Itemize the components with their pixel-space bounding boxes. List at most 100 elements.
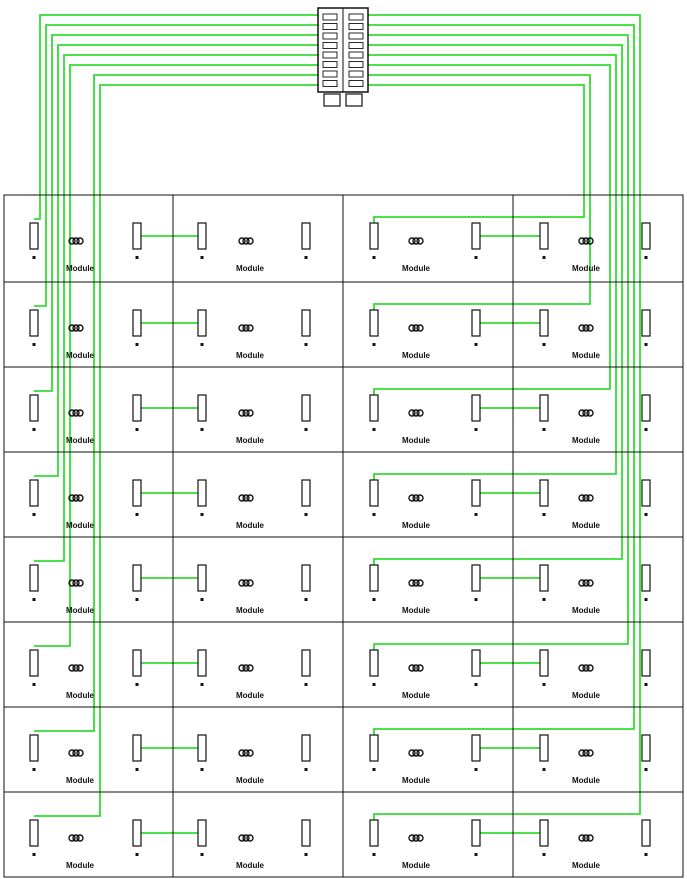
- module-cell: Module: [197, 309, 311, 360]
- module-label: Module: [66, 861, 95, 870]
- module-label: Module: [236, 606, 265, 615]
- gear-icon: [242, 237, 250, 245]
- gear-cluster-icon: [238, 579, 254, 587]
- gear-icon: [242, 749, 250, 757]
- module-label: Module: [66, 521, 95, 530]
- port-marker: [135, 768, 139, 771]
- module-port-left: [369, 649, 379, 677]
- module-port-left: [197, 222, 207, 250]
- gear-icon: [72, 494, 80, 502]
- gear-cluster-icon: [408, 579, 424, 587]
- module-cell: Module: [29, 309, 142, 360]
- gear-icon: [416, 409, 424, 417]
- port-marker: [200, 853, 204, 856]
- port-marker: [32, 256, 36, 259]
- gear-icon: [246, 494, 254, 502]
- port-marker: [474, 683, 478, 686]
- bus-wire-left: [34, 54, 323, 562]
- module-cell: Module: [539, 819, 651, 870]
- module-port-left: [29, 222, 39, 250]
- gear-cluster-icon: [68, 834, 84, 842]
- bus-wire-right: [363, 74, 591, 310]
- gear-icon: [246, 749, 254, 757]
- gear-icon: [582, 749, 590, 757]
- gear-icon: [578, 324, 586, 332]
- port-marker: [372, 598, 376, 601]
- module-port-right: [471, 649, 481, 677]
- port-marker: [644, 683, 648, 686]
- bus-wire-left: [34, 74, 323, 732]
- module-cell: Module: [197, 479, 311, 530]
- gear-icon: [68, 579, 76, 587]
- module-cell: Module: [369, 819, 481, 870]
- connector-pin: [348, 70, 364, 78]
- port-marker: [542, 513, 546, 516]
- gear-icon: [412, 409, 420, 417]
- gear-icon: [578, 664, 586, 672]
- module-label: Module: [572, 351, 601, 360]
- port-marker: [200, 513, 204, 516]
- gear-icon: [72, 579, 80, 587]
- port-marker: [135, 598, 139, 601]
- bus-wire-right: [363, 34, 629, 650]
- port-marker: [135, 428, 139, 431]
- gear-cluster-icon: [408, 324, 424, 332]
- port-marker: [32, 598, 36, 601]
- bus-wire-right: [363, 64, 611, 395]
- module-port-right: [132, 309, 142, 337]
- module-cell: Module: [29, 394, 142, 445]
- module-port-right: [132, 734, 142, 762]
- port-marker: [32, 428, 36, 431]
- module-port-left: [197, 734, 207, 762]
- module-label: Module: [572, 264, 601, 273]
- module-label: Module: [402, 861, 431, 870]
- gear-cluster-icon: [578, 494, 594, 502]
- module-port-right: [641, 309, 651, 337]
- module-port-right: [132, 394, 142, 422]
- module-port-right: [471, 222, 481, 250]
- port-marker: [644, 768, 648, 771]
- module-port-left: [29, 309, 39, 337]
- module-cell: Module: [539, 222, 651, 273]
- gear-icon: [238, 749, 246, 757]
- port-marker: [304, 598, 308, 601]
- gear-icon: [76, 237, 84, 245]
- connector-pin: [322, 13, 338, 21]
- gear-icon: [246, 237, 254, 245]
- module-cell: Module: [197, 394, 311, 445]
- module-label: Module: [402, 691, 431, 700]
- port-marker: [304, 256, 308, 259]
- gear-icon: [582, 409, 590, 417]
- gear-cluster-icon: [578, 749, 594, 757]
- gear-cluster-icon: [578, 664, 594, 672]
- module-port-right: [132, 479, 142, 507]
- gear-icon: [68, 409, 76, 417]
- module-label: Module: [66, 691, 95, 700]
- gear-icon: [412, 324, 420, 332]
- module-cell: Module: [369, 564, 481, 615]
- module-label: Module: [572, 861, 601, 870]
- module-label: Module: [572, 436, 601, 445]
- module-port-right: [132, 819, 142, 847]
- gear-icon: [68, 664, 76, 672]
- module-cell: Module: [29, 819, 142, 870]
- module-port-right: [641, 479, 651, 507]
- module-cell: Module: [369, 222, 481, 273]
- gear-icon: [242, 409, 250, 417]
- module-label: Module: [66, 264, 95, 273]
- module-port-right: [641, 564, 651, 592]
- module-label: Module: [402, 521, 431, 530]
- gear-icon: [416, 664, 424, 672]
- module-port-left: [539, 309, 549, 337]
- connector-foot: [323, 93, 341, 107]
- module-port-right: [301, 222, 311, 250]
- module-port-left: [539, 819, 549, 847]
- module-cell: Module: [29, 734, 142, 785]
- gear-cluster-icon: [238, 237, 254, 245]
- gear-icon: [578, 237, 586, 245]
- gear-icon: [582, 664, 590, 672]
- module-port-right: [641, 394, 651, 422]
- module-cell: Module: [539, 479, 651, 530]
- module-port-left: [369, 564, 379, 592]
- gear-icon: [586, 324, 594, 332]
